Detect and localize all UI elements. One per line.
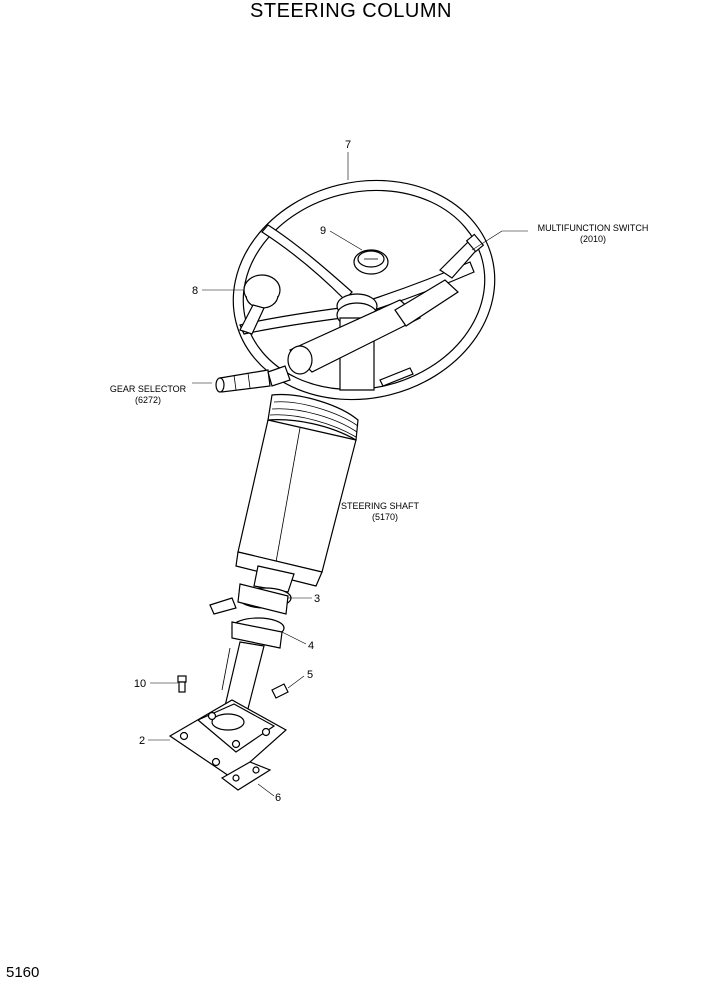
leader-lines (148, 152, 528, 797)
callout-3: 3 (314, 593, 320, 605)
shaft-housing (235, 419, 357, 587)
callout-8: 8 (192, 285, 198, 297)
callout-4: 4 (308, 640, 314, 652)
bolt-10 (177, 675, 187, 693)
multifunction-switch (439, 233, 485, 279)
page-title: STEERING COLUMN (250, 0, 452, 22)
column-head (287, 279, 459, 387)
label-steering-shaft: STEERING SHAFT (341, 501, 420, 511)
spinner-knob (239, 274, 281, 335)
label-gear-selector: GEAR SELECTOR (110, 384, 187, 394)
label-multifunction-switch-code: (2010) (580, 234, 606, 244)
callout-2: 2 (139, 735, 145, 747)
horn-button (353, 249, 389, 275)
page-number: 5160 (6, 964, 40, 981)
callout-9: 9 (320, 225, 326, 237)
label-gear-selector-code: (6272) (135, 395, 161, 405)
callout-10: 10 (134, 678, 146, 690)
steering-wheel (232, 179, 496, 401)
callout-6: 6 (275, 792, 281, 804)
label-multifunction-switch: MULTIFUNCTION SWITCH (538, 223, 649, 233)
shim-plate (220, 761, 272, 791)
base-plate (168, 699, 288, 779)
callout-7: 7 (345, 139, 351, 151)
label-steering-shaft-code: (5170) (372, 512, 398, 522)
callout-5: 5 (307, 669, 313, 681)
gear-selector (215, 365, 291, 393)
bolt-5 (271, 683, 289, 699)
